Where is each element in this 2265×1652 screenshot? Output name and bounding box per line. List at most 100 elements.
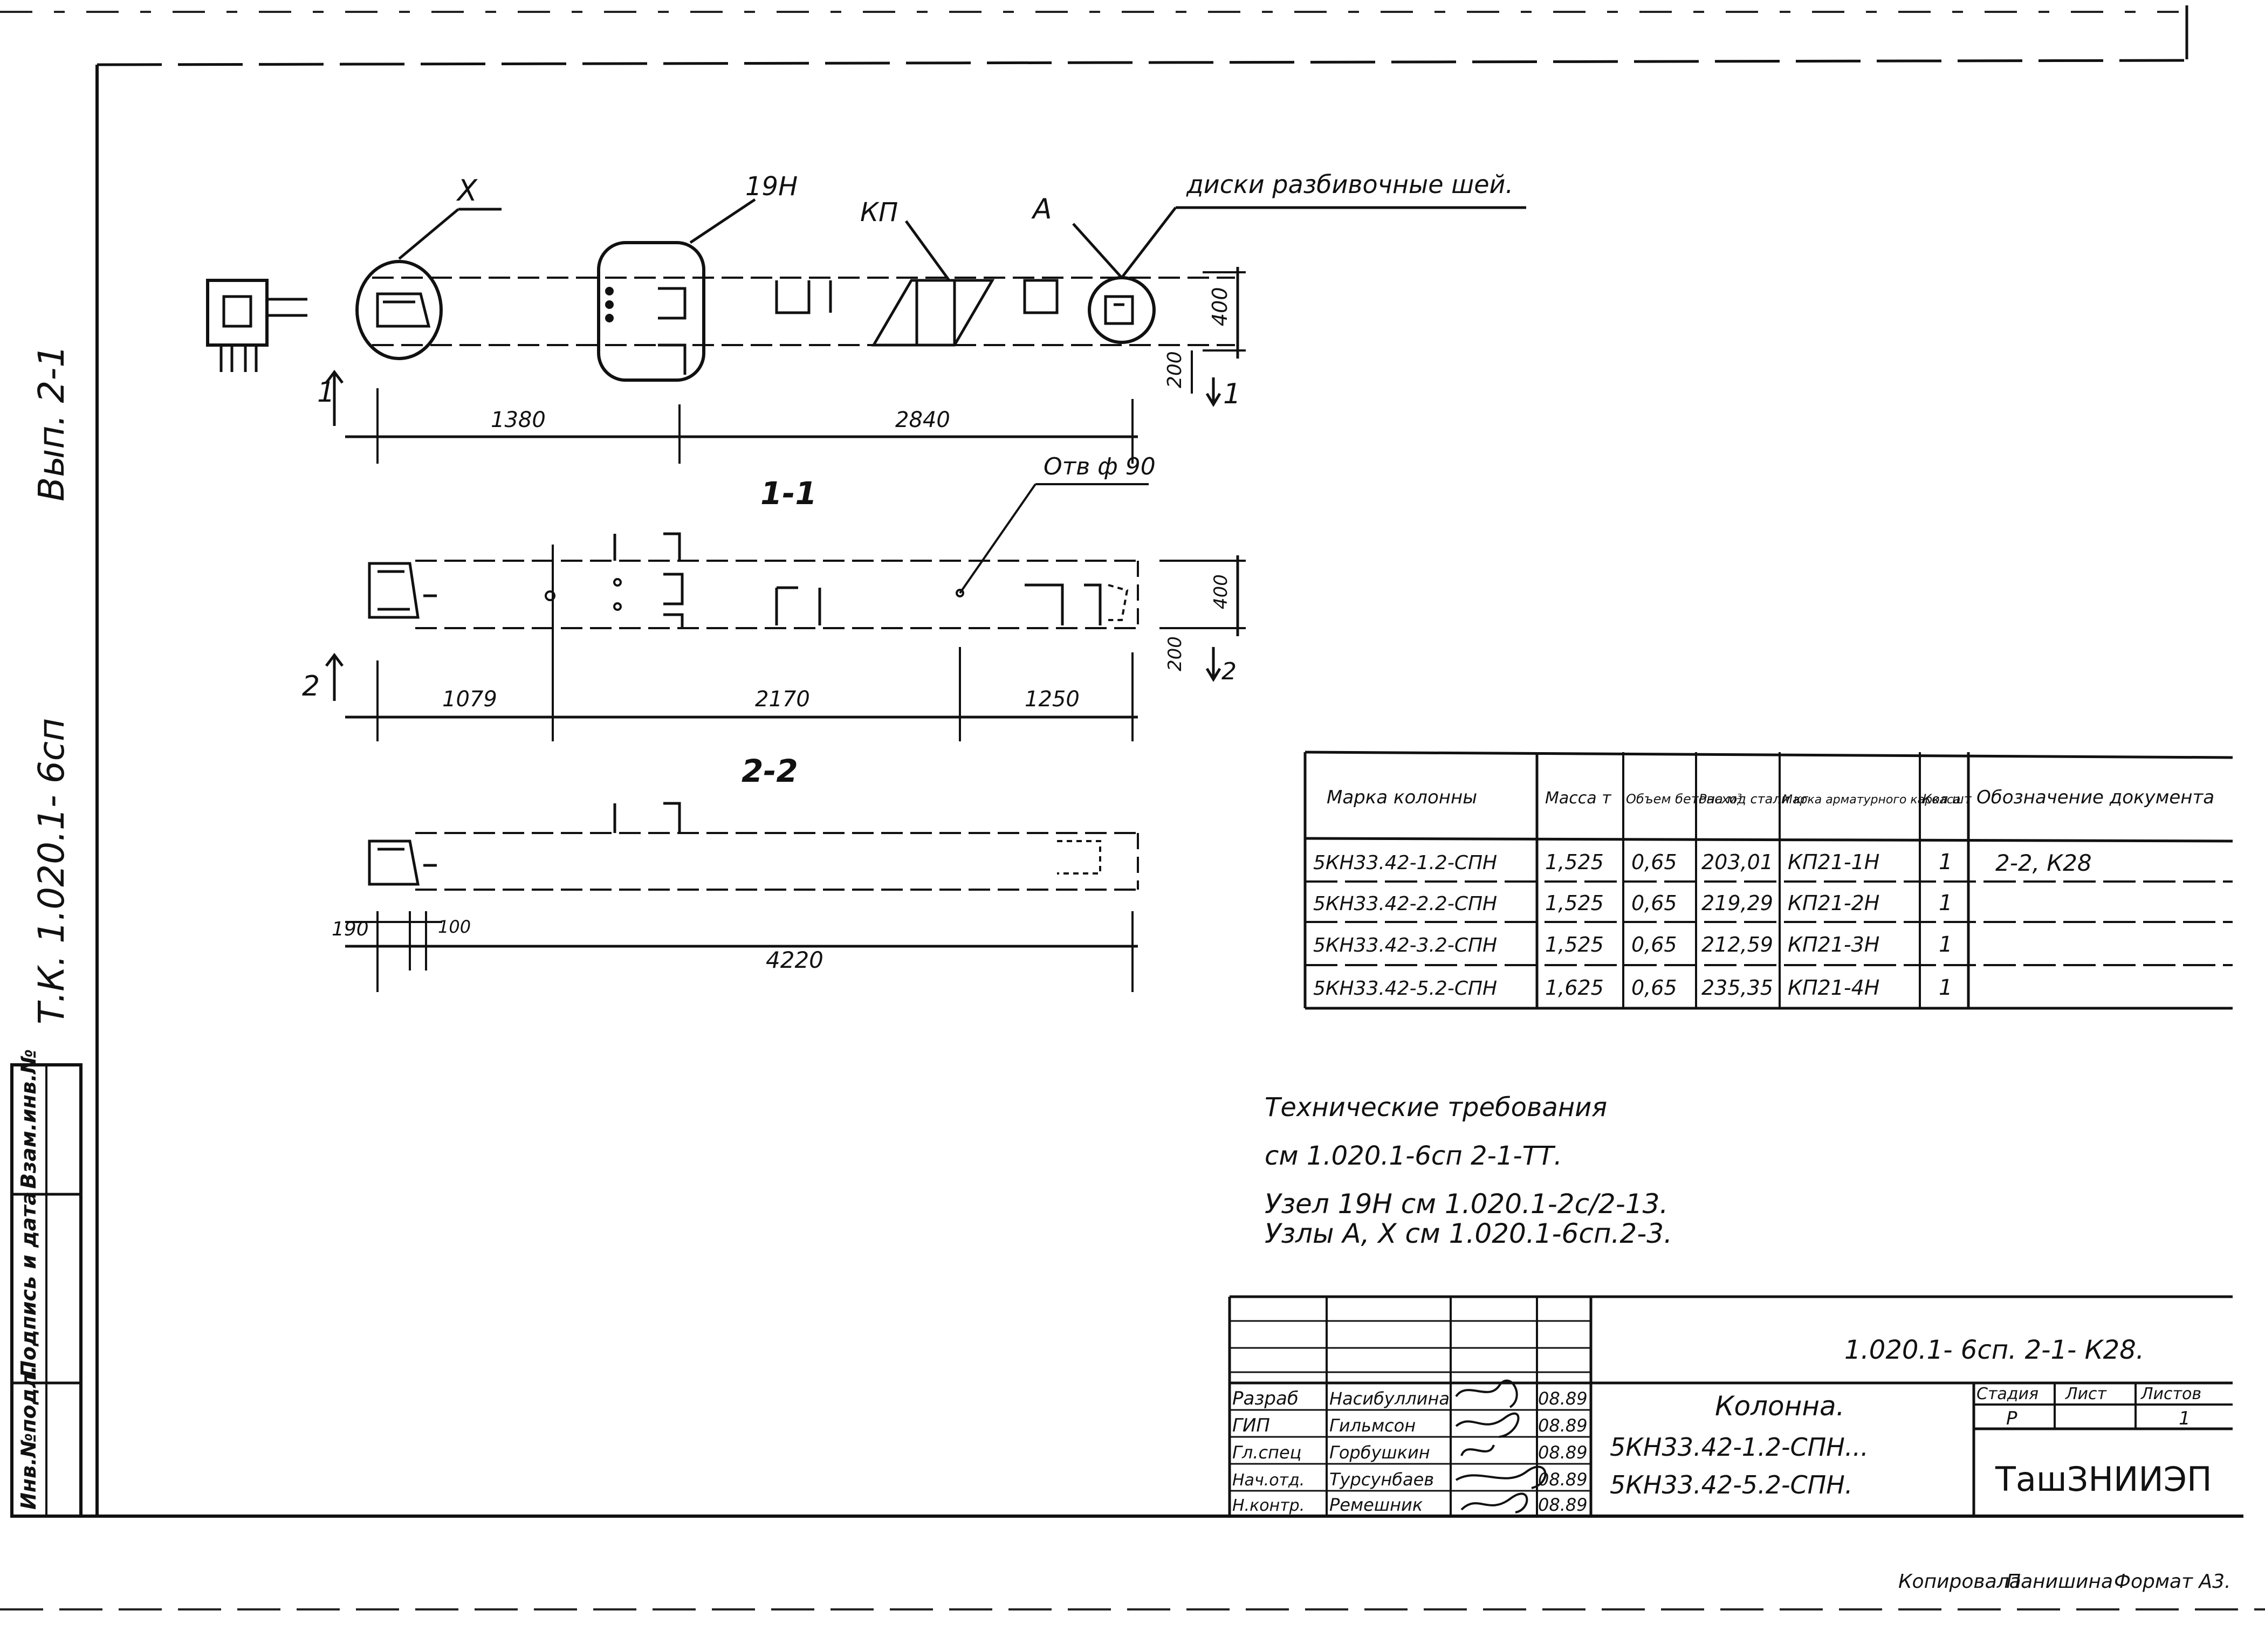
sheet-label: Лист xyxy=(2065,1385,2108,1403)
signer-name: Гильмсон xyxy=(1329,1415,1416,1436)
sec1-mark-right: 1 xyxy=(1223,378,1241,410)
cell-steel: 203,01 xyxy=(1701,850,1773,874)
notes-line3: Узлы А, Х см 1.020.1-6сп.2-3. xyxy=(1265,1218,1672,1249)
sec2-mark-left: 2 xyxy=(302,670,320,703)
cell-mark: 5КН33.42-3.2-СПН xyxy=(1313,934,1497,956)
cell-steel: 235,35 xyxy=(1701,976,1773,1000)
signer-row: Разраб Насибуллина 08.89 xyxy=(1232,1388,1588,1409)
cell-volume: 0,65 xyxy=(1631,976,1677,1000)
dim-1380: 1380 xyxy=(491,408,546,432)
sec1-dim-200: 200 xyxy=(1164,636,1186,671)
footer-copied: Копировала xyxy=(1898,1571,2021,1593)
th-cage: Марка арматурного каркаса xyxy=(1782,793,1960,807)
th-qty: Кол шт xyxy=(1923,791,1972,807)
signer-date: 08.89 xyxy=(1538,1495,1588,1515)
stamp-inv: Инв.№подл. xyxy=(17,1365,40,1510)
dim-2840: 2840 xyxy=(895,408,950,432)
signer-name: Горбушкин xyxy=(1329,1442,1430,1463)
side-series: Т.К. 1.020.1- 6сп xyxy=(31,718,72,1024)
cell-qty: 1 xyxy=(1939,850,1952,875)
label-node-a: А xyxy=(1031,193,1052,225)
cell-volume: 0,65 xyxy=(1631,850,1677,874)
cell-volume: 0,65 xyxy=(1631,933,1677,956)
cell-doc: 2-2, К28 xyxy=(1995,850,2092,876)
cell-mark: 5КН33.42-5.2-СПН xyxy=(1313,978,1497,1000)
doc-code: 1.020.1- 6сп. 2-1- К28. xyxy=(1844,1335,2144,1365)
signer-date: 08.89 xyxy=(1538,1388,1588,1409)
signer-role: Н.контр. xyxy=(1232,1496,1305,1515)
signer-date: 08.89 xyxy=(1538,1415,1588,1436)
hole-note: Отв ф 90 xyxy=(1044,453,1156,480)
signer-row: Н.контр. Ремешник 08.89 xyxy=(1232,1495,1588,1515)
side-release: Вып. 2-1 xyxy=(31,345,72,501)
signatures xyxy=(1455,1379,1547,1513)
signer-role: Гл.спец xyxy=(1232,1442,1301,1463)
cell-mass: 1,525 xyxy=(1545,933,1604,956)
section-2-2 xyxy=(345,802,1139,992)
item-name-line2: 5КН33.42-1.2-СПН... xyxy=(1610,1433,1869,1462)
footer-format: Формат А3. xyxy=(2114,1571,2230,1593)
notes-line2: Узел 19Н см 1.020.1-2с/2-13. xyxy=(1265,1188,1668,1220)
notes-title: Технические требования xyxy=(1265,1092,1607,1123)
signer-name: Ремешник xyxy=(1329,1495,1423,1515)
dim-400: 400 xyxy=(1208,287,1232,326)
footer-copier: Панишина xyxy=(2006,1571,2113,1593)
notes-line1: см 1.020.1-6сп 2-1-ТТ. xyxy=(1265,1141,1562,1171)
table-row: 5КН33.42-1.2-СПН 1,525 0,65 203,01 КП21-… xyxy=(1313,850,2092,876)
item-name-line3: 5КН33.42-5.2-СПН. xyxy=(1610,1470,1852,1499)
cell-mass: 1,625 xyxy=(1545,976,1604,1000)
sheets-label: Листов xyxy=(2140,1385,2201,1403)
cell-cage: КП21-3Н xyxy=(1788,933,1879,956)
cell-mass: 1,525 xyxy=(1545,891,1604,915)
table-row: 5КН33.42-3.2-СПН 1,525 0,65 212,59 КП21-… xyxy=(1313,932,1952,957)
stamp-signdate: Подпись и дата xyxy=(17,1192,40,1378)
cell-steel: 219,29 xyxy=(1701,891,1773,915)
signer-name: Насибуллина xyxy=(1329,1388,1450,1409)
signer-date: 08.89 xyxy=(1538,1442,1588,1463)
cell-qty: 1 xyxy=(1939,891,1952,916)
th-mark: Марка колонны xyxy=(1327,787,1477,808)
signer-role: Нач.отд. xyxy=(1232,1471,1305,1490)
table-row: 5КН33.42-2.2-СПН 1,525 0,65 219,29 КП21-… xyxy=(1313,891,1952,916)
section-1-1 xyxy=(325,483,1246,741)
signer-row: ГИП Гильмсон 08.89 xyxy=(1232,1415,1588,1436)
dim-100: 100 xyxy=(438,917,471,937)
label-node-19n: 19Н xyxy=(745,171,798,202)
washers-note: диски разбивочные шей. xyxy=(1186,170,1513,199)
signer-role: ГИП xyxy=(1232,1415,1270,1436)
stage-label: Стадия xyxy=(1976,1385,2038,1403)
label-node-kp: КП xyxy=(860,197,898,228)
frame-top xyxy=(97,59,2187,66)
signers-list: Разраб Насибуллина 08.89 ГИП Гильмсон 08… xyxy=(1232,1388,1588,1515)
signer-row: Нач.отд. Турсунбаев 08.89 xyxy=(1232,1469,1588,1490)
cell-mass: 1,525 xyxy=(1545,850,1604,874)
cell-cage: КП21-4Н xyxy=(1788,976,1879,1000)
sec2-title-label: 2-2 xyxy=(742,753,798,789)
left-stamp: Инв.№подл. Подпись и дата Взам.инв.№ xyxy=(10,1049,83,1518)
spec-table xyxy=(1303,751,2233,1010)
title-block xyxy=(1228,1295,2233,1516)
label-node-x: Х xyxy=(456,174,478,208)
column-view xyxy=(206,198,1526,464)
dim-2170: 2170 xyxy=(755,687,810,712)
cell-cage: КП21-2Н xyxy=(1788,891,1879,915)
cell-mark: 5КН33.42-2.2-СПН xyxy=(1313,893,1497,915)
sheets-value: 1 xyxy=(2179,1408,2191,1429)
cell-qty: 1 xyxy=(1939,975,1952,1000)
signer-role: Разраб xyxy=(1232,1388,1299,1409)
signer-row: Гл.спец Горбушкин 08.89 xyxy=(1232,1442,1588,1463)
org-name: ТашЗНИИЭП xyxy=(1995,1460,2212,1499)
sec1-dim-400: 400 xyxy=(1210,574,1232,609)
th-doc: Обозначение документа xyxy=(1976,787,2214,808)
dim-190: 190 xyxy=(332,918,369,940)
dim-1250: 1250 xyxy=(1025,687,1080,712)
dim-4220: 4220 xyxy=(766,947,823,973)
item-name-line1: Колонна. xyxy=(1715,1391,1845,1422)
technical-notes: Технические требования см 1.020.1-6сп 2-… xyxy=(1265,1092,1672,1249)
dim-1079: 1079 xyxy=(442,687,497,712)
cell-mark: 5КН33.42-1.2-СПН xyxy=(1313,852,1497,874)
th-mass: Масса т xyxy=(1545,789,1612,808)
th-steel: Расход стали кг xyxy=(1699,791,1808,807)
sec2-mark-right: 2 xyxy=(1221,658,1237,685)
